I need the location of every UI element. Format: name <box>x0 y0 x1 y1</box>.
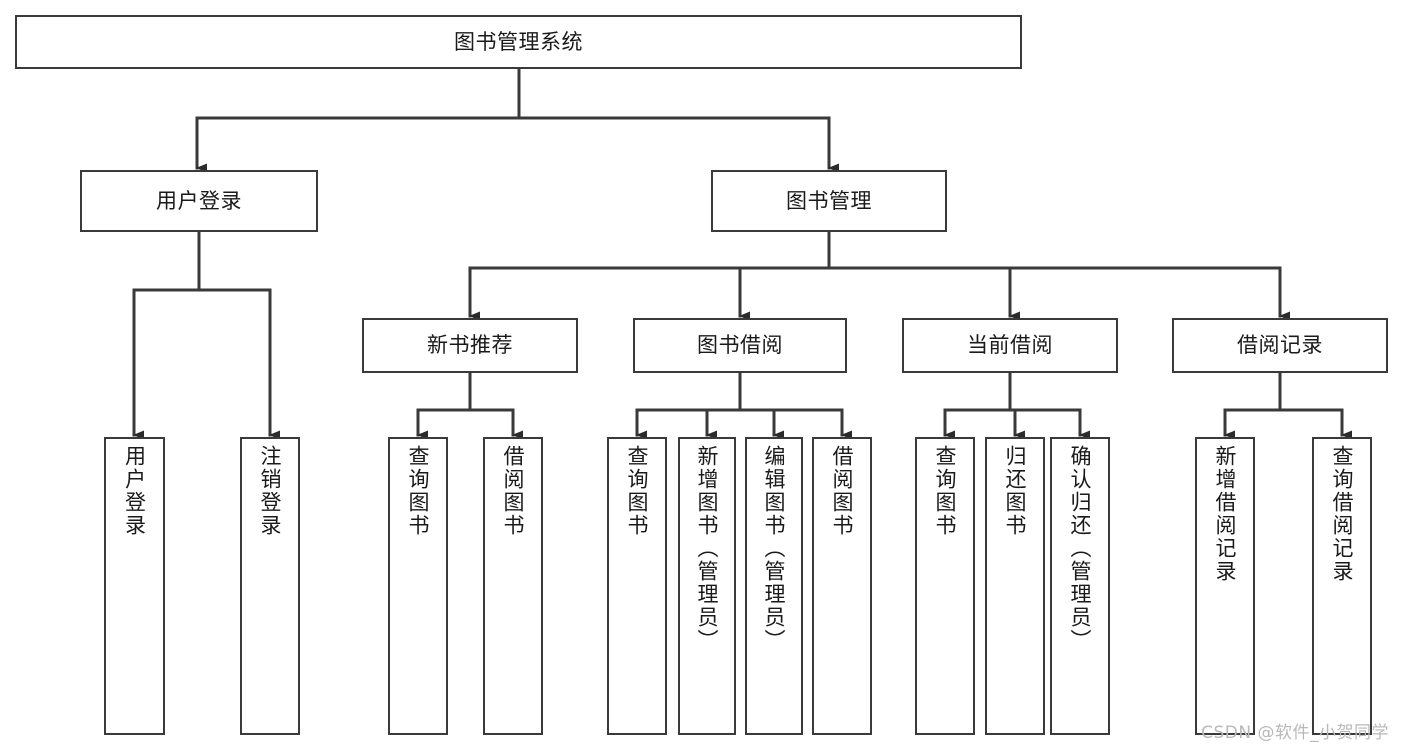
node-label: 借阅记录 <box>1237 333 1323 358</box>
node-label: 注销登录 <box>258 445 283 537</box>
node-label: 查询图书 <box>933 445 958 537</box>
node-leaf-7[interactable]: 借阅图书 <box>812 437 872 735</box>
node-leaf-5[interactable]: 新增图书（管理员） <box>678 437 736 735</box>
node-label: 查询图书 <box>625 445 650 537</box>
node-label: 用户登录 <box>156 188 242 213</box>
node-label: 查询借阅记录 <box>1330 445 1355 583</box>
node-leaf-11[interactable]: 新增借阅记录 <box>1195 437 1255 735</box>
node-label: 新书推荐 <box>427 333 513 358</box>
node-label: 借阅图书 <box>830 445 855 537</box>
node-label: 用户登录 <box>122 445 147 537</box>
node-label: 确认归还（管理员） <box>1068 445 1093 652</box>
node-level3-2[interactable]: 当前借阅 <box>902 318 1118 373</box>
node-label: 图书管理系统 <box>454 29 583 54</box>
node-label: 图书借阅 <box>697 333 783 358</box>
node-leaf-8[interactable]: 查询图书 <box>915 437 975 735</box>
node-leaf-12[interactable]: 查询借阅记录 <box>1312 437 1372 735</box>
node-leaf-2[interactable]: 查询图书 <box>388 437 448 735</box>
node-root-图书管理系统[interactable]: 图书管理系统 <box>15 15 1022 69</box>
node-label: 图书管理 <box>786 188 872 213</box>
node-label: 查询图书 <box>406 445 431 537</box>
node-level2-0[interactable]: 用户登录 <box>80 170 318 232</box>
node-label: 当前借阅 <box>967 333 1053 358</box>
node-label: 编辑图书（管理员） <box>762 445 787 652</box>
node-level3-1[interactable]: 图书借阅 <box>633 318 847 373</box>
node-leaf-4[interactable]: 查询图书 <box>607 437 667 735</box>
node-leaf-3[interactable]: 借阅图书 <box>483 437 543 735</box>
node-level3-0[interactable]: 新书推荐 <box>362 318 578 373</box>
node-label: 归还图书 <box>1003 445 1028 537</box>
node-level3-3[interactable]: 借阅记录 <box>1172 318 1388 373</box>
node-label: 新增借阅记录 <box>1213 445 1238 583</box>
node-leaf-9[interactable]: 归还图书 <box>985 437 1045 735</box>
node-leaf-6[interactable]: 编辑图书（管理员） <box>745 437 803 735</box>
node-leaf-0[interactable]: 用户登录 <box>104 437 165 735</box>
node-label: 借阅图书 <box>501 445 526 537</box>
node-leaf-1[interactable]: 注销登录 <box>240 437 300 735</box>
node-label: 新增图书（管理员） <box>695 445 720 652</box>
node-level2-1[interactable]: 图书管理 <box>711 170 947 232</box>
node-leaf-10[interactable]: 确认归还（管理员） <box>1050 437 1110 735</box>
